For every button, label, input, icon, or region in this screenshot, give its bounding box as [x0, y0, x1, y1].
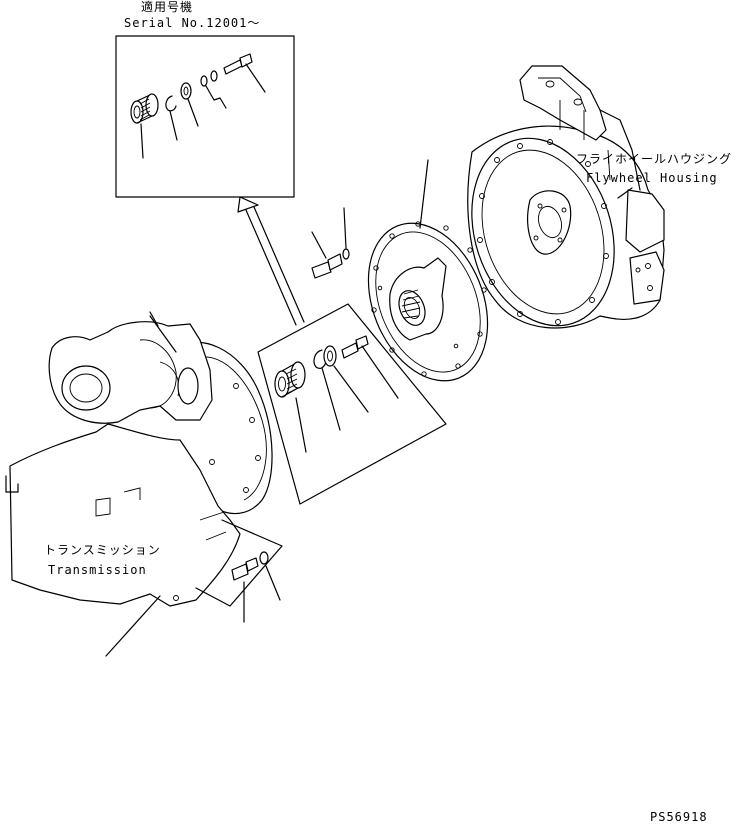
washer: [323, 345, 337, 367]
drawing-id: PS56918: [650, 810, 708, 824]
inset-snap-ring: [165, 95, 177, 112]
flywheel-housing-label-jp: フライホイールハウジング: [576, 152, 732, 166]
snap-ring: [313, 349, 327, 369]
inset-small-washer: [200, 75, 208, 87]
transmission-washer: [259, 551, 269, 565]
transmission-label-en: Transmission: [48, 563, 147, 577]
inset-washer: [180, 82, 192, 100]
flywheel-housing-label-en: Flywheel Housing: [586, 171, 718, 185]
bearing-bolt: [341, 335, 369, 359]
roller-bearing: [274, 361, 306, 398]
parts-group: [257, 303, 447, 505]
transmission-bolt: [231, 557, 259, 581]
transmission: [5, 311, 283, 607]
inset-box: [115, 35, 295, 198]
flywheel-housing: [467, 65, 665, 329]
inset-serial-range: Serial No.12001～: [124, 16, 261, 30]
inset-lock-washer: [210, 70, 218, 82]
flywheel-bolt: [311, 253, 343, 279]
inset-roller-bearing: [130, 93, 159, 124]
flywheel-washer: [342, 248, 350, 260]
transmission-label-jp: トランスミッション: [44, 543, 161, 557]
inset-title: 適用号機: [141, 0, 194, 14]
flywheel-plate: [367, 221, 489, 382]
inset-bolt: [223, 53, 253, 75]
applicability-arrow: [237, 196, 305, 326]
